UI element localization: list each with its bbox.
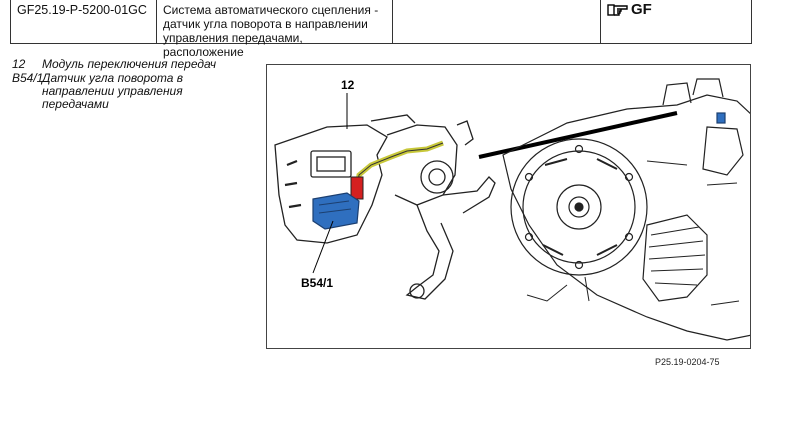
red-connector [350, 176, 364, 200]
document-header: GF25.19-P-5200-01GC Система автоматическ… [10, 0, 752, 59]
doc-title: Система автоматического сцепления - датч… [157, 0, 393, 59]
legend-item: B54/1 Датчик угла поворота в направлении… [12, 72, 252, 111]
header-mark-cell: GF [601, 0, 751, 43]
legend-item: 12 Модуль переключения передач [12, 58, 252, 71]
pointing-hand-icon [607, 4, 628, 16]
legend-text: Модуль переключения передач [42, 57, 217, 71]
figure-reference: P25.19-0204-75 [655, 357, 720, 367]
legend-text: Датчик угла поворота в направлении управ… [42, 71, 183, 111]
callout-b54-1: B54/1 [301, 276, 333, 290]
gearbox-housing [502, 78, 750, 341]
angle-sensor-b54-1 [312, 192, 360, 230]
legend-code: B54/1 [12, 71, 44, 85]
gf-mark: GF [607, 1, 652, 18]
leader-line [478, 111, 678, 159]
callout-12: 12 [341, 78, 355, 92]
shift-module [274, 114, 496, 300]
wire-harness [354, 140, 444, 192]
transmission-illustration: 12 B54/1 [266, 64, 751, 349]
legend: 12 Модуль переключения передач B54/1 Дат… [12, 58, 252, 112]
callout-b54-1-line [312, 220, 334, 274]
transmission-drawing: 12 B54/1 [274, 78, 750, 341]
header-empty-cell [393, 0, 601, 43]
gf-mark-text: GF [631, 1, 652, 18]
doc-code: GF25.19-P-5200-01GC [11, 0, 157, 43]
wire-harness-outline [356, 142, 444, 192]
legend-code: 12 [12, 57, 26, 71]
